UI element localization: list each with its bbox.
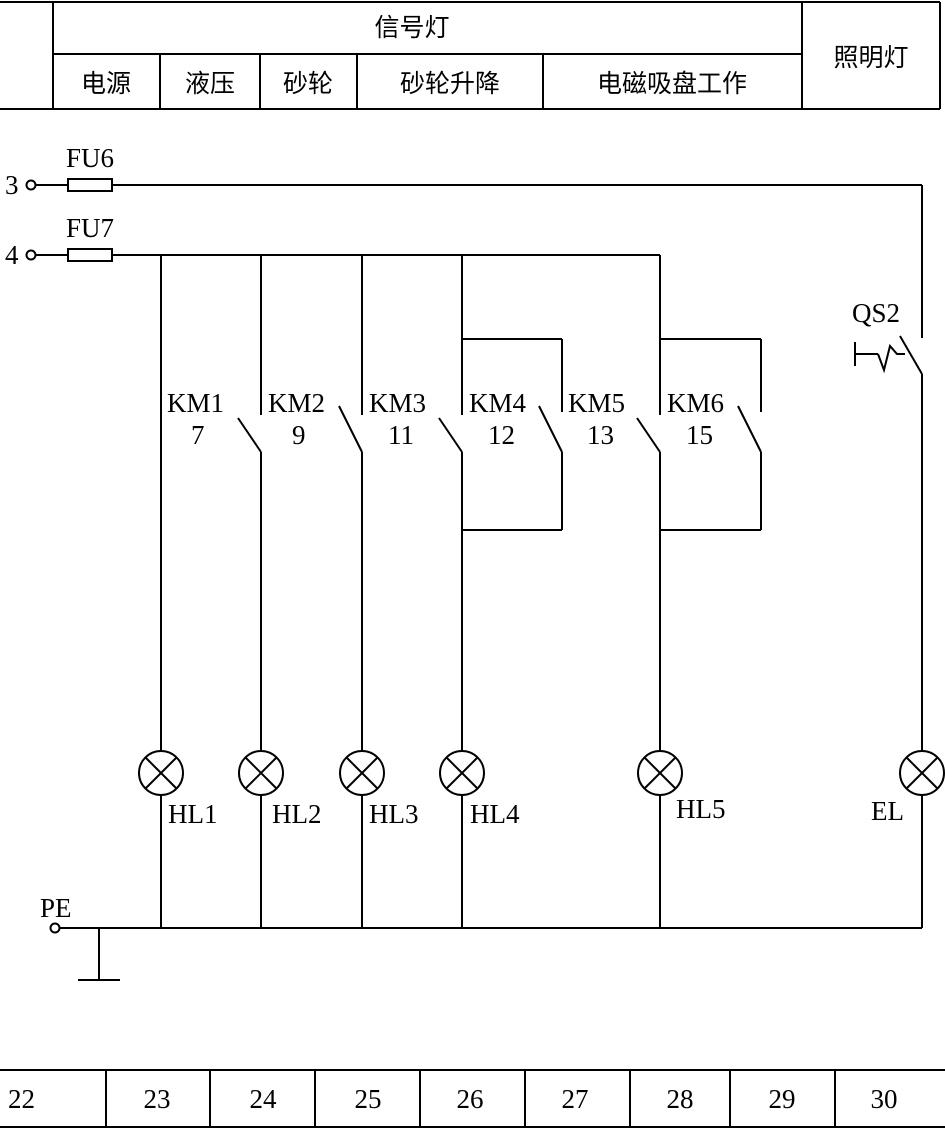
lamp-label-hl5: HL5 xyxy=(676,794,726,824)
footer-cell-24: 24 xyxy=(250,1084,278,1114)
footer-cell-25: 25 xyxy=(355,1084,382,1114)
header-col-grinding-wheel: 砂轮 xyxy=(283,69,333,98)
contact-wire-13: 13 xyxy=(587,420,614,450)
header-col-power: 电源 xyxy=(81,69,131,98)
lamps: HL1 HL2 HL3 HL4 HL5 EL xyxy=(138,750,945,829)
ground-pe: PE xyxy=(40,893,922,981)
contact-label-km5: KM5 xyxy=(568,388,625,418)
lamp-el xyxy=(899,750,945,796)
contact-wire-9: 9 xyxy=(292,420,306,450)
terminal-pe-label: PE xyxy=(40,893,72,923)
terminal-3 xyxy=(25,179,37,191)
contact-wire-15: 15 xyxy=(686,420,713,450)
footer-cell-22: 22 xyxy=(8,1084,35,1114)
contact-label-km6: KM6 xyxy=(667,388,724,418)
switch-qs2: QS2 xyxy=(852,298,923,375)
terminal-4-label: 4 xyxy=(5,240,19,270)
lamp-hl4 xyxy=(439,750,485,796)
contact-km2 xyxy=(338,405,363,453)
supply-lines: 3 FU6 4 FU7 xyxy=(5,143,922,270)
header-col-hydraulic: 液压 xyxy=(185,69,235,98)
terminal-pe xyxy=(49,922,61,934)
branch-wires xyxy=(160,185,923,928)
contact-km4 xyxy=(538,405,563,453)
footer-cell-27: 27 xyxy=(562,1084,589,1114)
contact-wire-12: 12 xyxy=(488,420,515,450)
contact-wire-11: 11 xyxy=(388,420,414,450)
contacts: KM1 7 KM2 9 KM3 11 KM4 12 KM5 13 KM6 15 xyxy=(167,388,762,453)
fuse-fu6 xyxy=(67,178,113,192)
lamp-hl2 xyxy=(238,750,284,796)
contact-label-km2: KM2 xyxy=(268,388,325,418)
lamp-hl5 xyxy=(637,750,683,796)
contact-wire-7: 7 xyxy=(191,420,205,450)
lamp-hl3 xyxy=(339,750,385,796)
lamp-label-hl3: HL3 xyxy=(369,799,419,829)
footer-cell-28: 28 xyxy=(667,1084,694,1114)
contact-km5 xyxy=(636,417,661,453)
contact-km3 xyxy=(438,417,463,453)
footer-cell-26: 26 xyxy=(457,1084,484,1114)
fuse-fu7 xyxy=(67,248,113,262)
fuse-fu6-label: FU6 xyxy=(66,143,114,173)
contact-label-km4: KM4 xyxy=(469,388,527,418)
header-col-wheel-lift: 砂轮升降 xyxy=(400,69,500,98)
lamp-label-el: EL xyxy=(871,796,904,826)
header-table: 信号灯 电源 液压 砂轮 砂轮升降 电磁吸盘工作 照明灯 xyxy=(0,1,941,110)
header-col-magnetic-chuck: 电磁吸盘工作 xyxy=(597,69,747,98)
terminal-4 xyxy=(25,249,37,261)
lamp-label-hl2: HL2 xyxy=(272,799,322,829)
header-group-label: 信号灯 xyxy=(374,13,449,42)
footer-cell-23: 23 xyxy=(144,1084,171,1114)
terminal-3-label: 3 xyxy=(5,170,19,200)
contact-label-km1: KM1 xyxy=(167,388,224,418)
footer-cell-30: 30 xyxy=(871,1084,898,1114)
footer-table: 22 23 24 25 26 27 28 29 30 xyxy=(0,1069,945,1128)
contact-km1 xyxy=(237,417,262,453)
footer-cell-29: 29 xyxy=(769,1084,796,1114)
contact-km6 xyxy=(737,405,762,453)
fuse-fu7-label: FU7 xyxy=(66,213,114,243)
lamp-label-hl4: HL4 xyxy=(470,799,520,829)
lamp-hl1 xyxy=(138,750,184,796)
header-right-label: 照明灯 xyxy=(833,43,908,72)
lamp-label-hl1: HL1 xyxy=(168,799,218,829)
contact-label-km3: KM3 xyxy=(369,388,426,418)
switch-qs2-label: QS2 xyxy=(852,298,900,328)
